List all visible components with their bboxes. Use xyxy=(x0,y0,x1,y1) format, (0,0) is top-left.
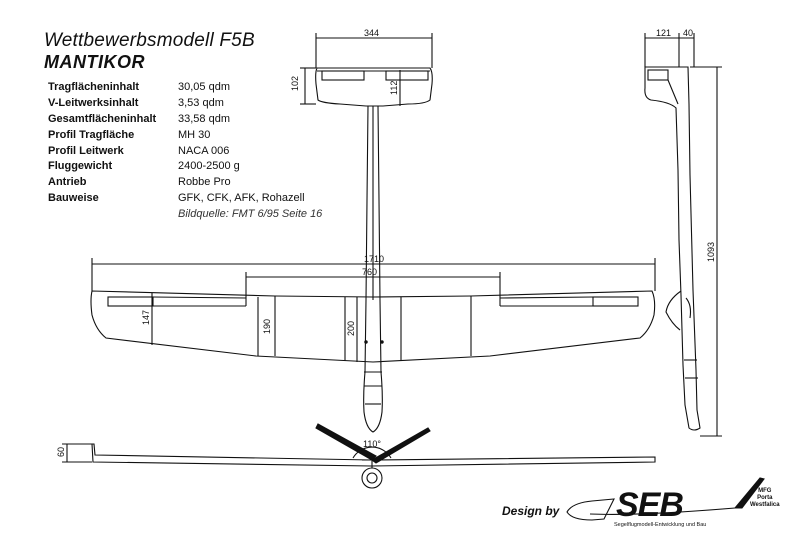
spec-value: 2400-2500 g xyxy=(178,160,240,173)
spec-value: GFK, CFK, AFK, Rohazell xyxy=(178,192,305,205)
spec-label: Tragflächeninhalt xyxy=(48,81,140,93)
mfg-label: MFG Porta Westfalica xyxy=(750,488,780,509)
spec-value: NACA 006 xyxy=(178,144,230,157)
dim-mid-chord: 190 xyxy=(262,319,272,334)
tail-plane-top xyxy=(315,67,433,107)
dim-root-chord: 200 xyxy=(346,321,356,336)
spec-label: Profil Tragfläche xyxy=(48,128,135,141)
spec-value: 33,58 qdm xyxy=(178,112,230,125)
mfg-line: Westfalica xyxy=(750,502,780,508)
spec-label: Profil Leitwerk xyxy=(48,144,124,157)
dim-tail-inner: 112 xyxy=(389,81,399,95)
spec-label: Gesamtflächeninhalt xyxy=(48,112,157,125)
seb-logo: SEB xyxy=(616,486,684,524)
spec-value: 3,53 qdm xyxy=(178,96,224,109)
dim-side-40: 40 xyxy=(683,28,693,38)
side-view xyxy=(644,66,701,431)
drawing-title: Wettbewerbsmodell F5B xyxy=(44,30,255,51)
spec-value: 30,05 qdm xyxy=(178,81,230,93)
mfg-line: Porta xyxy=(757,495,773,501)
main-wing-top xyxy=(90,290,656,363)
dim-tail-chord: 102 xyxy=(290,76,300,91)
fuselage-top xyxy=(363,105,383,433)
spec-label: Bauweise xyxy=(48,192,99,205)
model-name: MANTIKOR xyxy=(44,52,145,72)
spec-label: Antrieb xyxy=(48,176,87,189)
image-source: Bildquelle: FMT 6/95 Seite 16 xyxy=(178,208,323,220)
spec-value: Robbe Pro xyxy=(178,176,231,189)
dim-tip-chord: 147 xyxy=(141,310,151,325)
mfg-line: MFG xyxy=(758,488,772,494)
dim-wingspan: 1710 xyxy=(364,254,384,264)
dim-tail-span: 344 xyxy=(364,28,379,38)
logo-glider-outline xyxy=(566,498,615,521)
seb-tagline: Segelflugmodell-Entwicklung und Bau xyxy=(614,522,707,528)
dim-length: 1093 xyxy=(706,242,716,262)
dim-center-section: 760 xyxy=(362,267,377,277)
design-by-label: Design by xyxy=(502,504,560,518)
spec-label: Fluggewicht xyxy=(48,160,113,173)
spec-label: V-Leitwerksinhalt xyxy=(48,96,139,109)
spec-value: MH 30 xyxy=(178,128,211,141)
dim-front-height: 60 xyxy=(56,447,66,457)
dim-side-121: 121 xyxy=(656,28,671,38)
front-view xyxy=(91,443,656,489)
dim-v-angle: 110° xyxy=(363,439,381,449)
